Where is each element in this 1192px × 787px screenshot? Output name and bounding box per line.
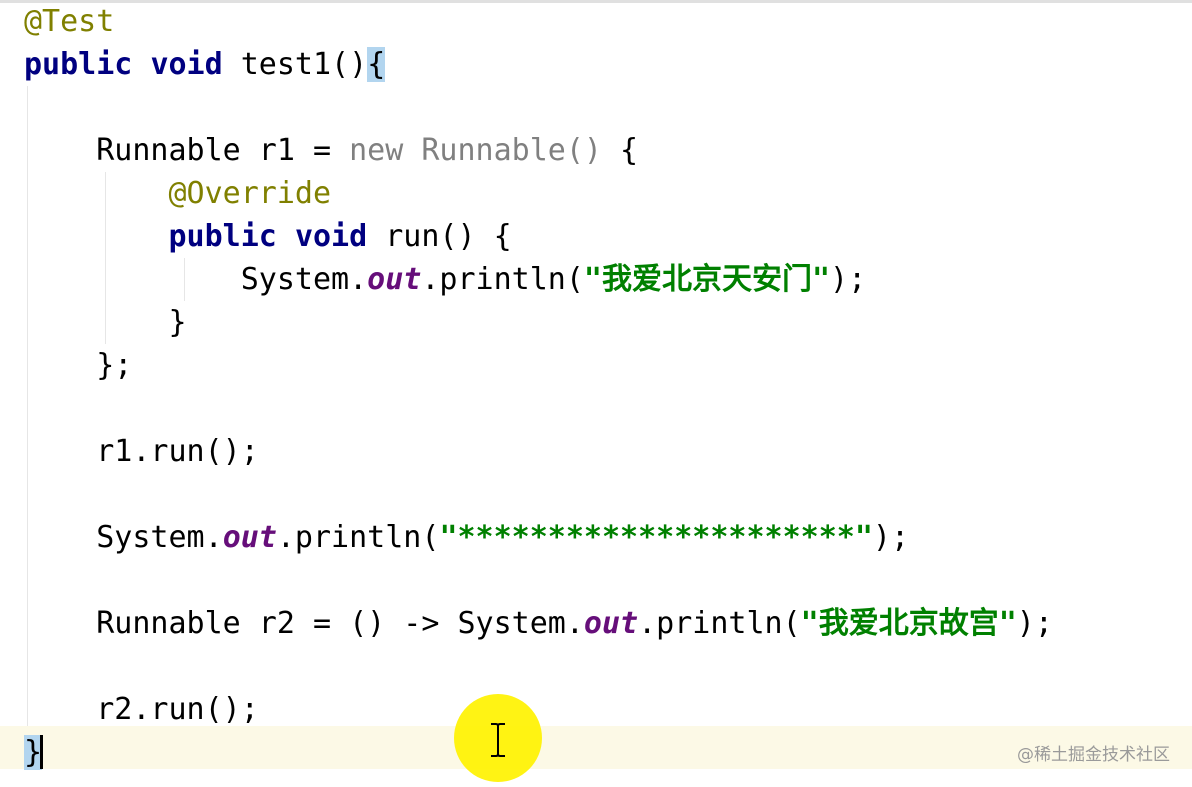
code-line[interactable]: } [24,301,1053,344]
code-line[interactable]: System.out.println("********************… [24,516,1053,559]
code-token [277,219,295,254]
code-token [24,219,169,254]
code-line[interactable]: public void run() { [24,215,1053,258]
code-line[interactable]: Runnable r2 = () -> System.out.println("… [24,602,1053,645]
editor-top-border [0,0,1192,3]
code-token: ); [830,262,867,297]
code-token: @Test [24,4,115,39]
code-line[interactable]: r1.run(); [24,430,1053,473]
code-token: } [24,735,43,770]
code-token: .println( [638,606,801,641]
code-token: out [583,606,639,641]
code-token: r1.run(); [24,434,259,469]
code-line[interactable]: @Override [24,172,1053,215]
code-token: { [601,133,639,168]
code-token: System. [24,520,223,555]
code-line[interactable] [24,86,1053,129]
indent-guide [27,86,28,726]
code-line[interactable]: public void test1(){ [24,43,1053,86]
code-token: r2.run(); [24,692,259,727]
code-token: Runnable r1 = [24,133,350,168]
code-token: "我爱北京故宫" [800,606,1017,641]
indent-guide [184,258,185,301]
code-line[interactable]: r2.run(); [24,688,1053,731]
code-token: ); [1016,606,1053,641]
code-token [24,176,169,211]
code-token: void [294,219,368,254]
indent-guide [105,172,106,344]
text-ibeam-icon [491,723,505,757]
code-line[interactable] [24,473,1053,516]
code-token: @Override [168,176,332,211]
code-line[interactable]: System.out.println("我爱北京天安门"); [24,258,1053,301]
code-line[interactable]: Runnable r1 = new Runnable() { [24,129,1053,172]
code-token: out [222,520,277,555]
code-token: public [24,47,133,82]
code-token [132,47,150,82]
code-token: run() { [367,219,512,254]
watermark: @稀土掘金技术社区 [1017,745,1170,765]
code-token: } [24,305,187,340]
text-caret [40,735,44,769]
code-line[interactable]: }; [24,344,1053,387]
code-line[interactable]: } [24,731,1053,774]
code-line[interactable] [24,387,1053,430]
code-token: .println( [276,520,440,555]
code-token: .println( [421,262,584,297]
code-token: { [367,47,386,82]
code-line[interactable] [24,645,1053,688]
code-token: }; [24,348,133,383]
code-token: new Runnable() [349,133,602,168]
code-token: Runnable r2 = () -> System. [24,606,584,641]
code-token: test1() [222,47,368,82]
code-line[interactable] [24,559,1053,602]
code-token: out [367,262,422,297]
code-token: public [168,219,277,254]
code-token: System. [24,262,368,297]
code-token: ); [872,520,910,555]
code-token: "我爱北京天安门" [583,262,831,297]
code-token: void [150,47,223,82]
code-line[interactable]: @Test [24,0,1053,43]
code-token: "**********************" [439,520,873,555]
current-line-highlight [0,726,1192,769]
